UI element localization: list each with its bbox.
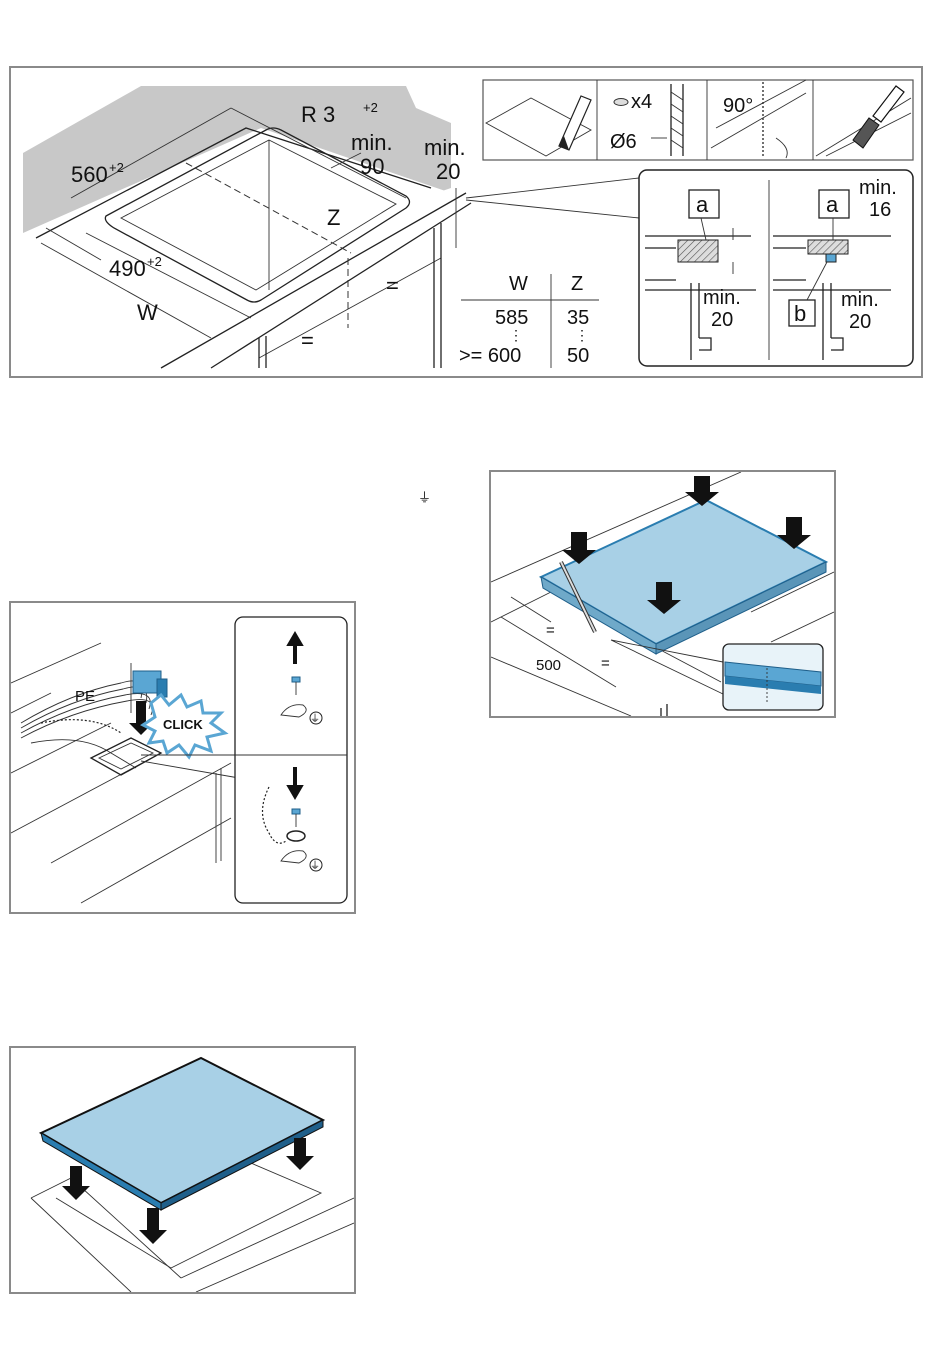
click-burst: CLICK xyxy=(143,695,225,757)
label-a: a xyxy=(696,192,709,217)
earth-ground-icon: ⏚ xyxy=(310,860,320,872)
depth-label: 560 xyxy=(71,162,108,187)
range-marker: ⋮ xyxy=(575,327,589,343)
tool-strip: x4 Ø6 90° xyxy=(483,80,913,160)
table-cell: >= 600 xyxy=(459,345,521,367)
click-label: CLICK xyxy=(163,717,203,732)
detail-min: min. xyxy=(859,177,897,199)
connection-illustration: PE CLICK ⏚ xyxy=(11,603,354,912)
radius-label: R 3 xyxy=(301,102,335,127)
cutout-illustration: R 3 +2 560 +2 490 +2 W Z min. 90 min. 20… xyxy=(11,68,921,376)
screw-icon xyxy=(292,677,300,682)
edge-detail-inset xyxy=(723,644,823,710)
equal-sign: = xyxy=(301,328,314,353)
earth-ground-icon: ⏚ xyxy=(418,491,431,505)
earth-ground-icon: ⏚ xyxy=(310,713,320,725)
drill-diameter: Ø6 xyxy=(610,131,637,153)
cutout-dimensions-figure: R 3 +2 560 +2 490 +2 W Z min. 90 min. 20… xyxy=(9,66,923,378)
hob-glass xyxy=(41,1058,323,1203)
detail-min: min. xyxy=(841,289,879,311)
press-arrow-icon xyxy=(685,476,719,506)
detail-min: min. xyxy=(703,287,741,309)
press-hob-figure: = = 500 xyxy=(489,470,836,718)
range-marker: ⋮ xyxy=(509,327,523,343)
front-gap-min: min. xyxy=(351,130,393,155)
hob-glass xyxy=(541,500,826,644)
table-cell: 50 xyxy=(567,345,589,367)
width-tolerance: +2 xyxy=(147,254,162,269)
detail-value-20: 20 xyxy=(849,311,871,333)
earth-steps-box: ⏚ ⏚ xyxy=(235,617,347,903)
front-gap-value: 90 xyxy=(360,154,384,179)
equal-sign: = xyxy=(386,273,399,298)
edge-gap-min: min. xyxy=(424,135,466,160)
distance-label: 500 xyxy=(536,657,561,674)
table-header-z: Z xyxy=(571,273,583,295)
insert-hob-illustration xyxy=(11,1048,354,1292)
edge-gap-value: 20 xyxy=(436,159,460,184)
insert-hob-figure xyxy=(9,1046,356,1294)
radius-tolerance: +2 xyxy=(363,100,378,115)
w-dimension-label: W xyxy=(137,300,158,325)
table-cell: 585 xyxy=(495,307,528,329)
table-cell: 35 xyxy=(567,307,589,329)
screw-count: x4 xyxy=(631,91,652,113)
screw-icon xyxy=(614,99,628,106)
label-b: b xyxy=(794,301,806,326)
press-hob-illustration: = = 500 xyxy=(491,472,834,716)
down-arrow-icon xyxy=(62,1166,90,1200)
screw-icon xyxy=(292,809,300,814)
electrical-connection-figure: PE CLICK ⏚ xyxy=(9,601,356,914)
equal-sign: = xyxy=(601,655,610,672)
pe-label: PE xyxy=(75,688,95,705)
seal-detail-box: a min. 20 a b min. 16 min. 20 xyxy=(639,170,913,366)
depth-tolerance: +2 xyxy=(109,160,124,175)
equal-sign: = xyxy=(546,622,555,639)
label-a: a xyxy=(826,192,839,217)
w-z-table: W Z 585 35 ⋮ ⋮ >= 600 50 xyxy=(459,273,599,368)
table-header-w: W xyxy=(509,273,528,295)
width-label: 490 xyxy=(109,256,146,281)
detail-value-16: 16 xyxy=(869,199,891,221)
detail-value-20: 20 xyxy=(711,309,733,331)
angle-label: 90° xyxy=(723,95,753,117)
z-dimension-label: Z xyxy=(327,205,340,230)
down-arrow-icon xyxy=(139,1208,167,1244)
